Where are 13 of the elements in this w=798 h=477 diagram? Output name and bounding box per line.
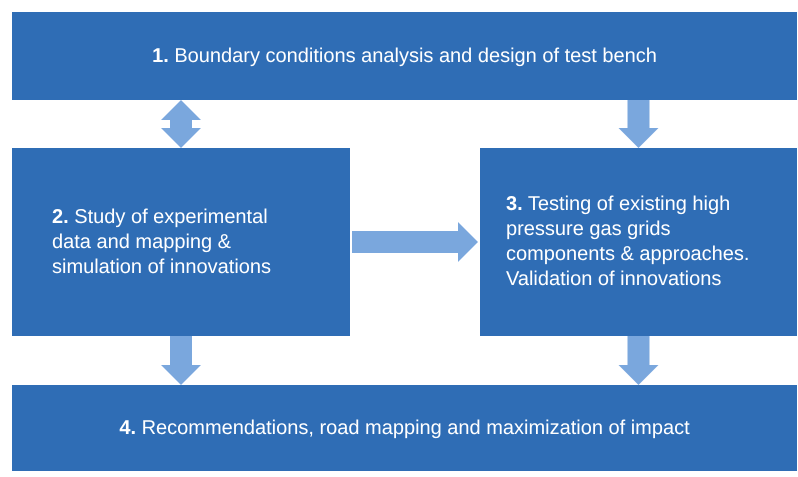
block-arrow [352,222,478,262]
process-box [480,148,797,336]
process-box [12,12,797,100]
block-arrow [618,336,658,385]
box-label: 4. Recommendations, road mapping and maximization of impact [119,416,690,440]
box-label: 3. Testing of existing high pressure gas grids components & approaches. Validation of innovations [506,192,750,292]
box-label: 1. Boundary conditions analysis and design of test bench [152,44,657,68]
process-box [12,148,350,336]
process-box [12,385,797,471]
block-arrow [161,100,201,148]
block-arrow [161,336,201,385]
block-arrow [618,100,658,148]
box-label: 2. Study of experimental data and mapping & simulation of innovations [52,204,272,280]
